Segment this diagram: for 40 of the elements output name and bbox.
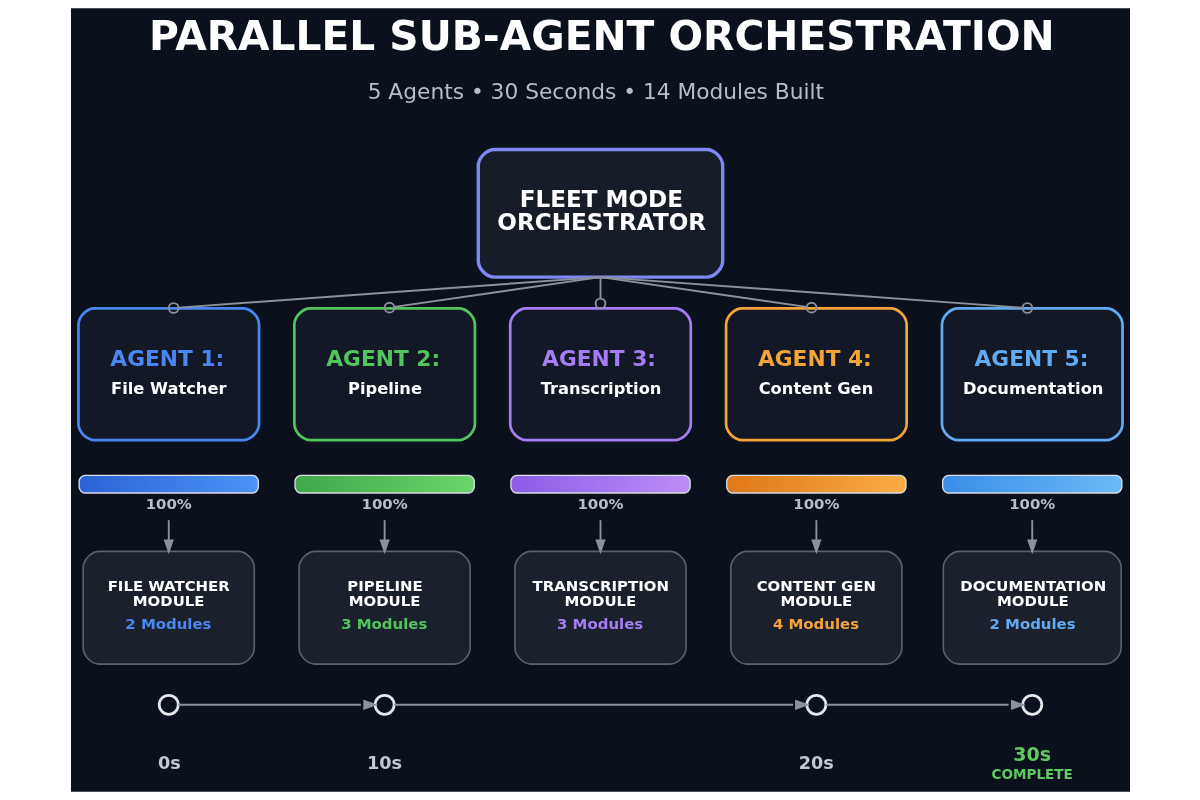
node-box: AGENT 5: Documentation bbox=[940, 307, 1124, 442]
node-box: AGENT 4: Content Gen bbox=[724, 307, 908, 442]
node-box: CONTENT GEN MODULE 4 Modules bbox=[729, 550, 903, 665]
node-label: 100% bbox=[576, 495, 624, 514]
node-box: AGENT 3: Transcription bbox=[508, 307, 692, 442]
node-box: AGENT 1: File Watcher bbox=[76, 307, 260, 442]
arrow bbox=[810, 519, 821, 555]
node-label: 100% bbox=[792, 495, 839, 514]
node-label: 10s bbox=[366, 753, 402, 774]
node-circle bbox=[157, 693, 180, 716]
node-box: AGENT 2: Pipeline bbox=[292, 307, 476, 442]
node-label: 100% bbox=[361, 495, 408, 514]
diagram-title: PARALLEL SUB-AGENT ORCHESTRATION bbox=[148, 12, 1055, 61]
node-circle bbox=[373, 693, 395, 716]
node-box: DOCUMENTATION MODULE 2 Modules bbox=[942, 550, 1122, 665]
node-box: TRANSCRIPTION MODULE 3 Modules bbox=[513, 550, 687, 665]
connector bbox=[594, 276, 606, 310]
node-label: 20s bbox=[798, 753, 834, 774]
node-box: PIPELINE MODULE 3 Modules bbox=[297, 550, 471, 665]
connector bbox=[167, 276, 601, 314]
connector bbox=[383, 276, 601, 314]
node-label: 100% bbox=[1008, 495, 1055, 514]
arrow bbox=[594, 519, 606, 555]
node-box: FLEET MODE ORCHESTRATOR bbox=[476, 147, 724, 279]
arrow bbox=[1026, 519, 1037, 555]
connector bbox=[599, 276, 817, 314]
label: 5 Agents • 30 Seconds • 14 Modules Built bbox=[367, 79, 824, 104]
node-label: 30s bbox=[1012, 742, 1051, 765]
node-circle bbox=[805, 693, 827, 716]
node-box: FILE WATCHER MODULE 2 Modules bbox=[81, 550, 255, 665]
connector bbox=[599, 276, 1033, 314]
node-label: 0s bbox=[157, 753, 181, 774]
node-label: 100% bbox=[145, 495, 192, 514]
arrow bbox=[392, 699, 810, 710]
node-circle bbox=[1020, 693, 1043, 716]
arrow bbox=[176, 699, 378, 710]
arrow bbox=[379, 519, 390, 555]
arrow bbox=[824, 699, 1026, 710]
node-label: COMPLETE bbox=[991, 766, 1073, 783]
arrow bbox=[163, 519, 174, 555]
